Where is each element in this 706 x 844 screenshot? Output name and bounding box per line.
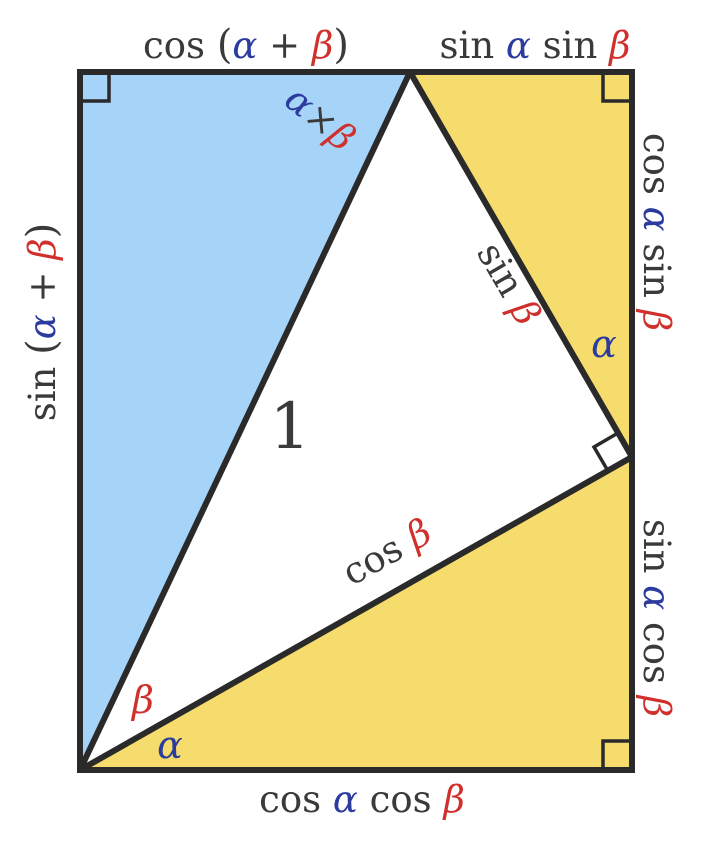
outer-rectangle — [77, 69, 635, 773]
cos-beta-line — [78, 454, 634, 773]
right-angle-marker-bottom-right — [601, 739, 632, 770]
right-angle-marker-top-right — [601, 72, 632, 103]
angle-beta-bottom: β — [130, 678, 154, 722]
label-left-sin-alpha-plus-beta: sin (α + β) — [19, 223, 65, 422]
label-top-sin-alpha-sin-beta: sin α sin β — [440, 24, 631, 67]
right-angle-marker-inner — [591, 431, 619, 472]
label-right-cos-alpha-sin-beta: cos α sin β — [635, 133, 678, 331]
angle-alpha-bottom: α — [157, 723, 183, 767]
label-top-cos-alpha-plus-beta: cos (α + β) — [143, 22, 349, 68]
label-right-sin-alpha-cos-beta: sin α cos β — [635, 519, 678, 717]
hypotenuse-line — [77, 70, 413, 772]
angle-alpha-right: α — [591, 322, 617, 366]
label-hypotenuse-one: 1 — [270, 390, 311, 464]
right-angle-marker-top-left — [80, 72, 111, 103]
label-bottom-cos-alpha-cos-beta: cos α cos β — [259, 778, 465, 821]
sin-beta-line — [407, 70, 635, 459]
white-triangle — [80, 72, 632, 770]
